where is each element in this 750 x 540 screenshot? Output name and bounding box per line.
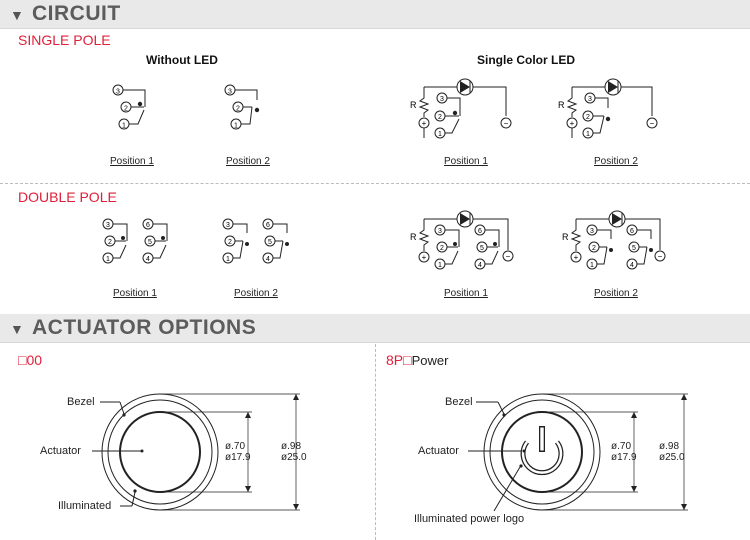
svg-text:−: − — [506, 252, 511, 261]
svg-text:5: 5 — [268, 239, 272, 246]
position-2-label: Position 2 — [226, 156, 270, 167]
svg-text:+: + — [574, 253, 579, 262]
svg-text:6: 6 — [146, 222, 150, 229]
svg-text:2: 2 — [438, 114, 442, 121]
single-pole-led-position-2-diagram: R + − 3 2 1 — [558, 78, 658, 139]
double-pole-led-position-1-diagram: R + − 3 2 1 6 5 4 — [410, 210, 514, 270]
column-divider — [375, 344, 376, 540]
svg-text:−: − — [650, 119, 655, 128]
svg-text:+: + — [570, 119, 575, 128]
svg-text:6: 6 — [266, 222, 270, 229]
svg-text:5: 5 — [632, 245, 636, 252]
svg-text:R: R — [558, 100, 565, 110]
svg-text:+: + — [422, 119, 427, 128]
double-pole-position-1-diagram: 3 2 1 6 5 4 — [102, 218, 168, 264]
option-a-code: □00 — [18, 352, 43, 368]
svg-text:4: 4 — [478, 262, 482, 269]
dp-position-2-label: Position 2 — [234, 288, 278, 299]
svg-text:+: + — [422, 253, 427, 262]
svg-text:3: 3 — [116, 89, 120, 96]
illuminated-label: Illuminated — [58, 500, 112, 512]
svg-text:4: 4 — [266, 256, 270, 263]
svg-text:2: 2 — [440, 245, 444, 252]
option-b-code: 8P□ — [386, 352, 412, 368]
collapse-triangle-icon: ▼ — [10, 7, 24, 23]
bezel-label-2: Bezel — [445, 396, 473, 408]
without-led-heading: Without LED — [146, 53, 218, 67]
actuator-label: Actuator — [40, 445, 81, 457]
svg-text:R: R — [562, 232, 569, 242]
double-pole-led-position-2-diagram: R + − 3 2 1 6 5 4 — [562, 210, 666, 270]
svg-text:2: 2 — [592, 245, 596, 252]
option-a-heading: □00 — [18, 352, 42, 368]
svg-text:3: 3 — [590, 228, 594, 235]
svg-text:1: 1 — [438, 262, 442, 269]
svg-text:4: 4 — [630, 262, 634, 269]
dp-position-1-label: Position 1 — [113, 288, 157, 299]
circuit-section-header: ▼ CIRCUIT — [0, 0, 750, 29]
plain-actuator-drawing — [92, 393, 300, 511]
double-pole-position-2-diagram: 3 2 1 6 5 4 — [222, 218, 289, 264]
illuminated-power-logo-label: Illuminated power logo — [414, 513, 525, 525]
single-pole-position-1-diagram: 3 2 1 — [112, 84, 146, 130]
power-actuator-drawing — [468, 393, 688, 512]
svg-text:−: − — [658, 252, 663, 261]
svg-text:4: 4 — [146, 256, 150, 263]
svg-text:1: 1 — [106, 256, 110, 263]
option-b-name: Power — [411, 353, 449, 368]
actuator-options-title: ACTUATOR OPTIONS — [32, 316, 257, 339]
position-1-label: Position 1 — [110, 156, 154, 167]
svg-text:2: 2 — [228, 239, 232, 246]
svg-text:6: 6 — [478, 228, 482, 235]
svg-text:3: 3 — [588, 96, 592, 103]
svg-text:2: 2 — [124, 106, 128, 113]
svg-text:3: 3 — [438, 228, 442, 235]
single-pole-led-position-1-diagram: R + − 3 2 1 — [410, 78, 512, 139]
collapse-triangle-icon: ▼ — [10, 321, 24, 337]
svg-text:1: 1 — [586, 131, 590, 138]
svg-text:3: 3 — [228, 89, 232, 96]
svg-text:1: 1 — [438, 131, 442, 138]
svg-text:2: 2 — [108, 239, 112, 246]
led-position-2-label: Position 2 — [594, 156, 638, 167]
dp-led-position-1-label: Position 1 — [444, 288, 488, 299]
svg-text:1: 1 — [122, 123, 126, 130]
svg-text:2: 2 — [236, 106, 240, 113]
dp-led-position-2-label: Position 2 — [594, 288, 638, 299]
option-b-heading: 8P□Power — [386, 352, 448, 368]
bezel-label: Bezel — [67, 396, 95, 408]
circuit-title: CIRCUIT — [32, 2, 121, 25]
svg-text:−: − — [504, 119, 509, 128]
svg-text:R: R — [410, 100, 417, 110]
svg-text:5: 5 — [148, 239, 152, 246]
double-pole-heading: DOUBLE POLE — [18, 189, 117, 205]
section-divider — [0, 183, 750, 184]
actuator-label-2: Actuator — [418, 445, 459, 457]
led-position-1-label: Position 1 — [444, 156, 488, 167]
svg-text:5: 5 — [480, 245, 484, 252]
single-pole-heading: SINGLE POLE — [18, 32, 111, 48]
actuator-section-header: ▼ ACTUATOR OPTIONS — [0, 314, 750, 343]
svg-text:3: 3 — [440, 96, 444, 103]
svg-text:3: 3 — [106, 222, 110, 229]
svg-text:6: 6 — [630, 228, 634, 235]
svg-text:2: 2 — [586, 114, 590, 121]
svg-text:1: 1 — [590, 262, 594, 269]
single-color-led-heading: Single Color LED — [477, 53, 576, 67]
svg-text:3: 3 — [226, 222, 230, 229]
svg-text:R: R — [410, 232, 417, 242]
svg-text:1: 1 — [234, 123, 238, 130]
single-pole-position-2-diagram: 3 2 1 — [224, 84, 260, 130]
svg-text:1: 1 — [226, 256, 230, 263]
